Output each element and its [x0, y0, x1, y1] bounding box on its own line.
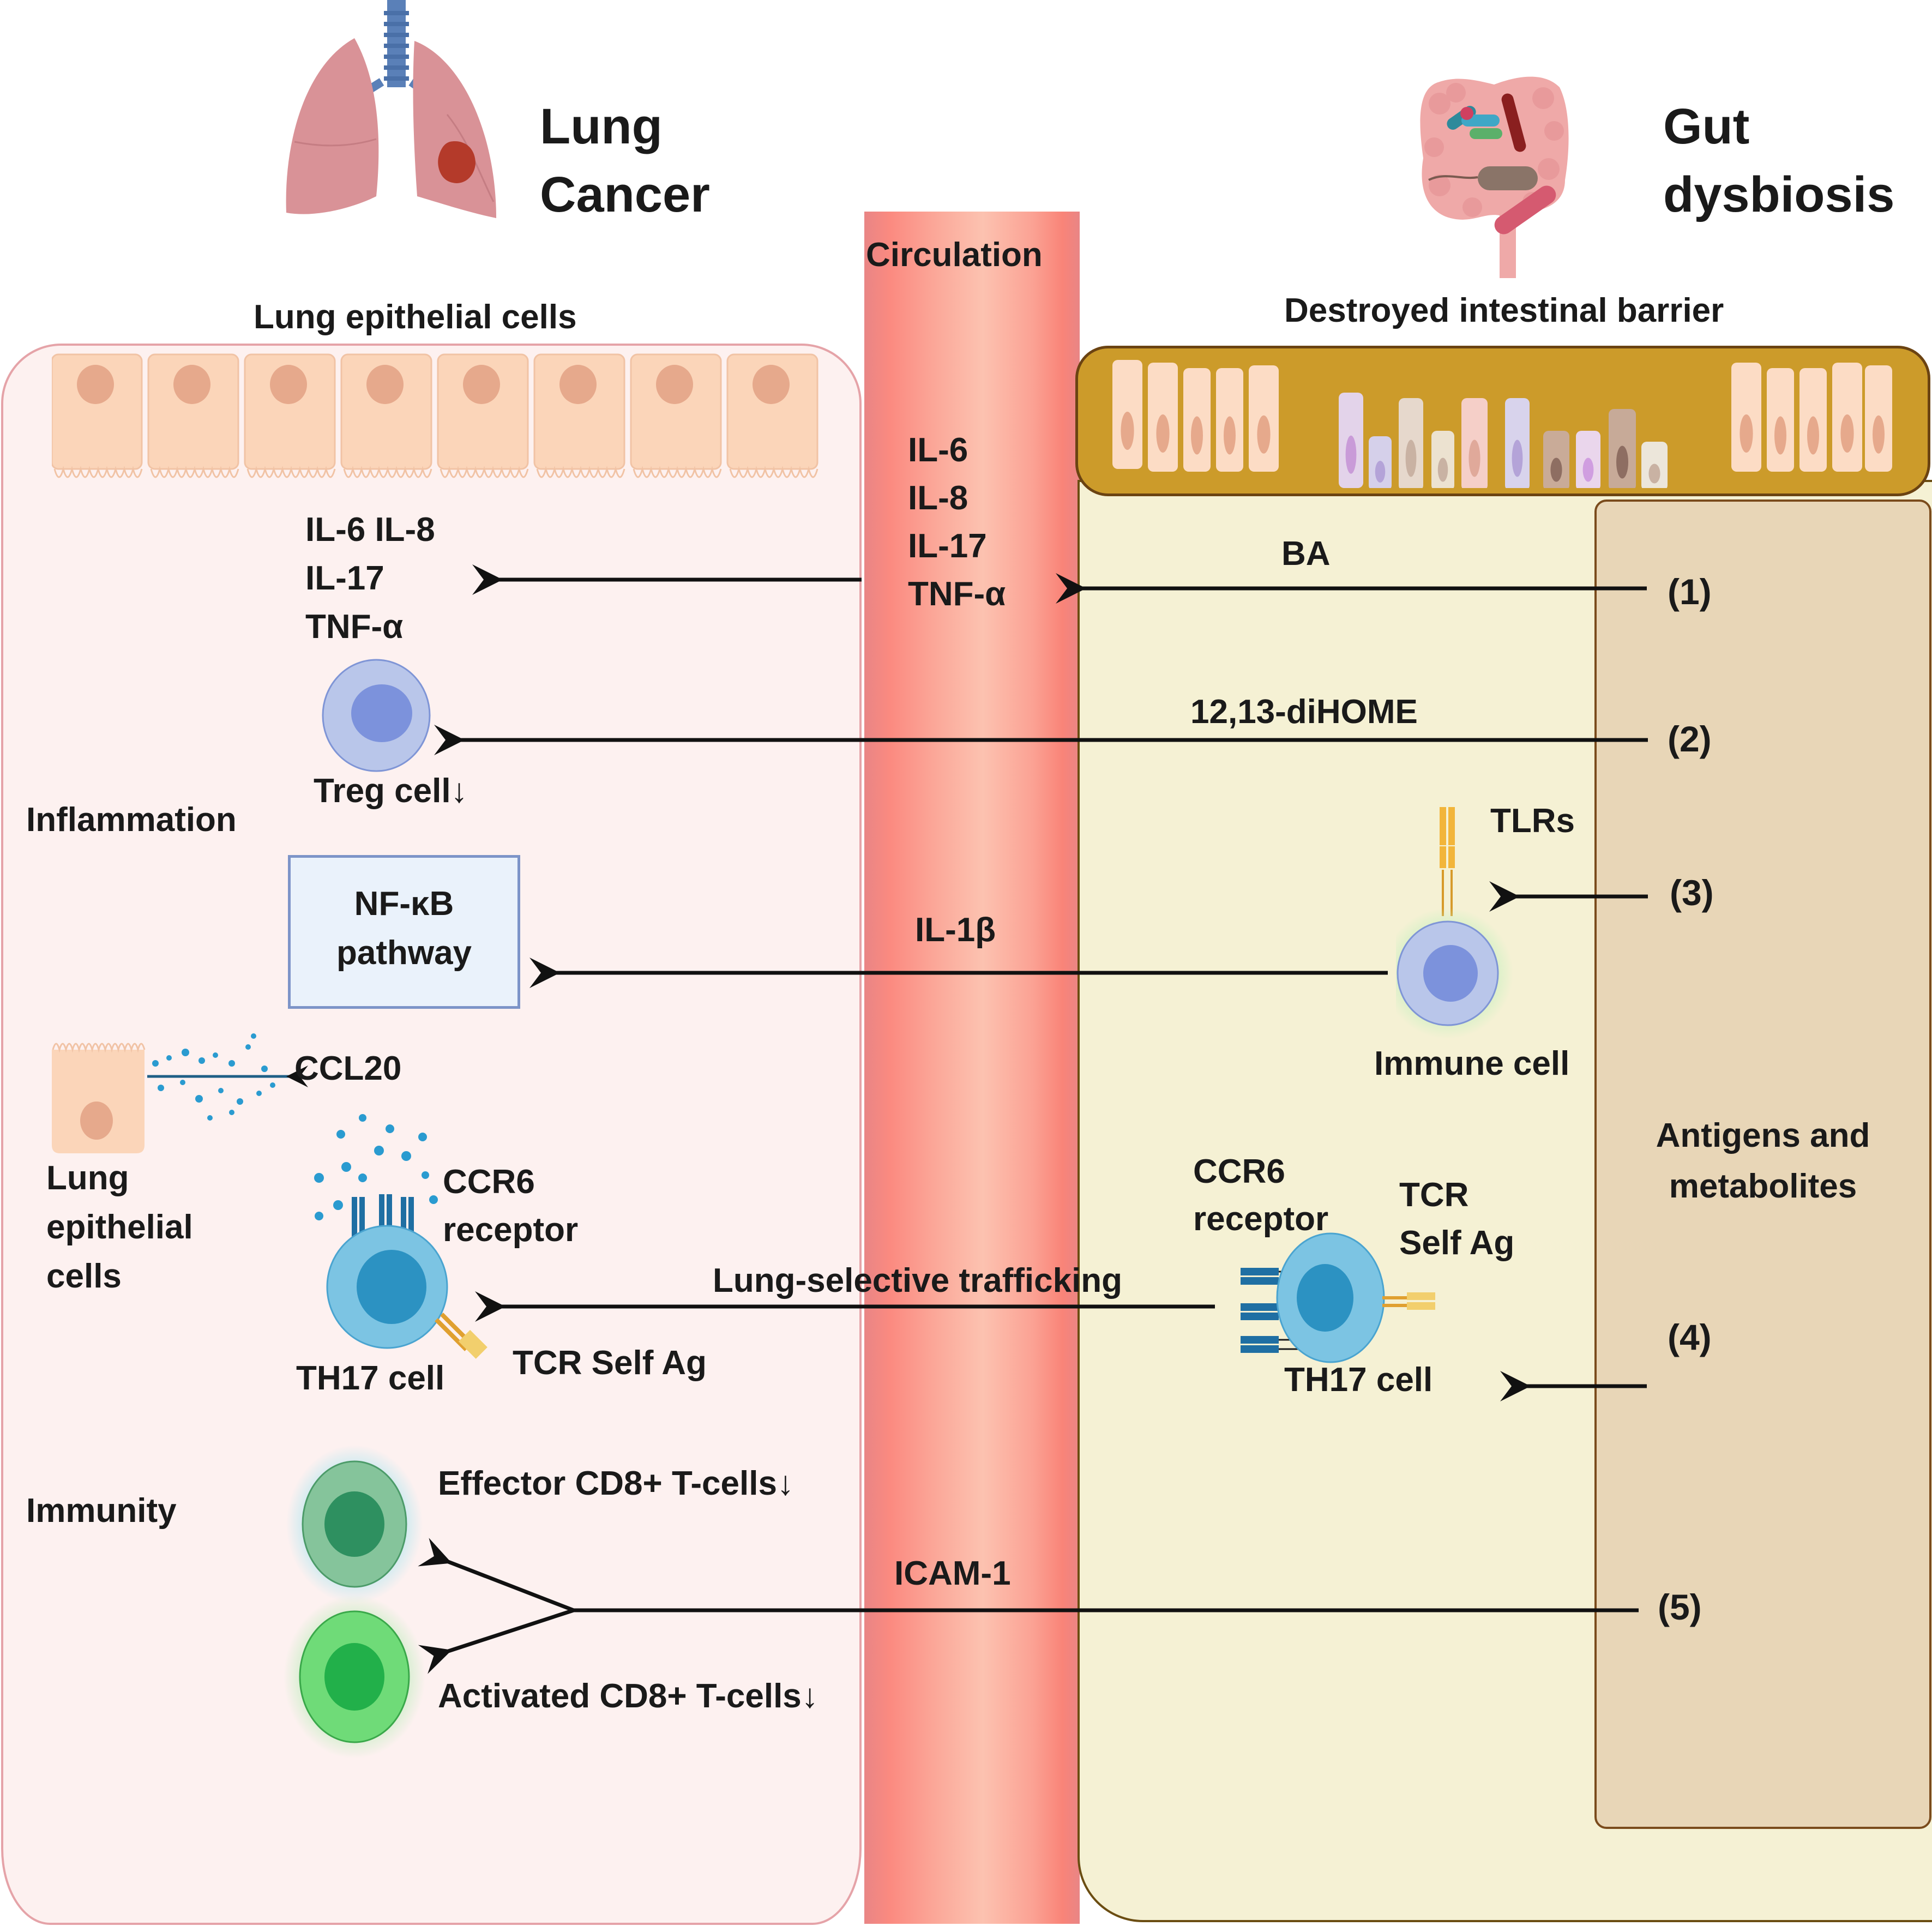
- lung-cancer-title-line1: Lung: [540, 99, 663, 154]
- lung-epithelium-row: [52, 353, 818, 478]
- gut-tcr-label-line2: Self Ag: [1399, 1224, 1515, 1262]
- lung-epithelial-cell-icon: [52, 1043, 146, 1153]
- intestinal-epithelial-cell: [1865, 365, 1892, 472]
- ccl20-label: CCL20: [294, 1050, 402, 1087]
- lung-epithelial-cell: [630, 353, 722, 478]
- lung-cytokine-line-1: IL-6 IL-8: [305, 511, 435, 549]
- gut-ccr6-label-line2: receptor: [1193, 1200, 1329, 1238]
- lung-epithelial-cell: [244, 353, 336, 478]
- gut-dysbiosis-title-line2: dysbiosis: [1663, 167, 1895, 222]
- intestinal-epithelial-cell: [1641, 442, 1668, 488]
- intestinal-epithelial-cell: [1609, 409, 1636, 488]
- intestine-organ-icon: [1420, 76, 1569, 278]
- lung-epithelial-cell: [52, 353, 143, 478]
- lung-epithelial-cells-label-line1: Lung: [46, 1159, 129, 1197]
- lung-cytokine-line-3: TNF-α: [305, 608, 404, 646]
- intestinal-epithelial-cell: [1461, 398, 1488, 488]
- lung-epithelial-cell: [437, 353, 529, 478]
- lung-cytokine-line-2: IL-17: [305, 559, 384, 597]
- il1b-label: IL-1β: [915, 911, 996, 949]
- tlrs-label: TLRs: [1490, 802, 1575, 840]
- intestinal-epithelial-cell: [1339, 393, 1363, 488]
- immune-cell-with-tlr-icon: [1396, 807, 1513, 1039]
- immune-cell-label: Immune cell: [1374, 1045, 1570, 1082]
- intestinal-epithelial-cell: [1543, 431, 1569, 488]
- lung-epithelial-cell: [340, 353, 432, 478]
- nfkb-pathway-box: [288, 855, 520, 1009]
- gut-dysbiosis-title-line1: Gut: [1663, 99, 1750, 154]
- effector-cd8-label: Effector CD8+ T-cells↓: [438, 1465, 794, 1502]
- intestinal-epithelial-cell: [1183, 368, 1211, 472]
- destroyed-barrier-header: Destroyed intestinal barrier: [1284, 292, 1724, 329]
- lung-epithelial-cell: [726, 353, 818, 478]
- nfkb-label-line1: NF-κB: [354, 885, 454, 923]
- treg-cell-icon: [322, 659, 431, 772]
- immunity-label: Immunity: [26, 1492, 177, 1530]
- lung-epithelial-cells-label-line3: cells: [46, 1257, 122, 1295]
- lung-tcr-self-ag-label: TCR Self Ag: [513, 1344, 707, 1382]
- gut-tcr-label-line1: TCR: [1399, 1176, 1469, 1214]
- antigens-label-line1: Antigens and: [1656, 1117, 1870, 1154]
- circulation-label: Circulation: [866, 236, 1043, 274]
- intestinal-epithelial-cell: [1369, 436, 1392, 488]
- circulation-cytokine-line-3: IL-17: [908, 527, 987, 565]
- intestinal-epithelial-cell: [1576, 431, 1600, 488]
- intestinal-epithelial-cell: [1767, 368, 1794, 472]
- lung-epithelial-cell: [533, 353, 625, 478]
- lung-epithelial-cells-label-line2: epithelial: [46, 1208, 193, 1246]
- pathway-marker-4: (4): [1668, 1317, 1712, 1357]
- gut-th17-cell-icon: [1241, 1232, 1435, 1363]
- antigens-label-line2: metabolites: [1669, 1167, 1857, 1205]
- activated-cd8-cell-icon: [284, 1595, 425, 1759]
- pathway-marker-3: (3): [1670, 872, 1714, 913]
- lung-cancer-title-line2: Cancer: [540, 167, 710, 222]
- circulation-vessel: [864, 212, 1080, 1924]
- intestinal-epithelial-cell: [1505, 398, 1530, 488]
- intestinal-epithelial-cell: [1431, 431, 1454, 488]
- ccl20-particles-icon: [152, 1033, 275, 1121]
- ba-label: BA: [1281, 535, 1331, 573]
- lung-th17-label: TH17 cell: [296, 1359, 445, 1397]
- intestinal-epithelial-cell: [1799, 368, 1827, 472]
- intestinal-epithelial-cell: [1112, 360, 1142, 469]
- intestinal-epithelial-cell: [1832, 363, 1862, 472]
- circulation-cytokine-line-2: IL-8: [908, 479, 968, 517]
- lung-th17-cell-icon: [314, 1114, 487, 1359]
- gut-ccr6-label-line1: CCR6: [1193, 1153, 1285, 1190]
- intestinal-epithelial-cell: [1399, 398, 1423, 488]
- lung-ccr6-label-line2: receptor: [443, 1211, 579, 1249]
- lung-ccr6-label-line1: CCR6: [443, 1163, 535, 1201]
- effector-cd8-cell-icon: [286, 1445, 423, 1603]
- circulation-cytokine-line-1: IL-6: [908, 431, 968, 469]
- nfkb-label-line2: pathway: [336, 934, 472, 972]
- dihome-label: 12,13-diHOME: [1190, 693, 1418, 731]
- trafficking-label: Lung-selective trafficking: [713, 1262, 1123, 1299]
- intestinal-epithelial-cell: [1148, 363, 1178, 472]
- circulation-cytokine-line-4: TNF-α: [908, 575, 1006, 613]
- icam1-label: ICAM-1: [894, 1555, 1011, 1592]
- tumor-icon: [438, 141, 476, 183]
- pathway-marker-5: (5): [1658, 1587, 1702, 1627]
- treg-cell-label: Treg cell↓: [314, 772, 468, 810]
- lung-epithelial-cell: [147, 353, 239, 478]
- gut-epithelium-row: [1112, 360, 1892, 488]
- intestinal-epithelial-cell: [1216, 368, 1243, 472]
- lung-organ-icon: [286, 0, 496, 218]
- activated-cd8-label: Activated CD8+ T-cells↓: [438, 1677, 818, 1715]
- intestinal-epithelial-cell: [1249, 365, 1279, 472]
- gut-th17-label: TH17 cell: [1284, 1361, 1433, 1399]
- pathway-marker-2: (2): [1668, 719, 1712, 759]
- inflammation-label: Inflammation: [26, 801, 237, 839]
- pathway-marker-1: (1): [1668, 571, 1712, 612]
- antigens-metabolites-panel: [1594, 499, 1931, 1829]
- intestinal-epithelial-cell: [1731, 363, 1761, 472]
- lung-epithelial-header: Lung epithelial cells: [254, 298, 577, 336]
